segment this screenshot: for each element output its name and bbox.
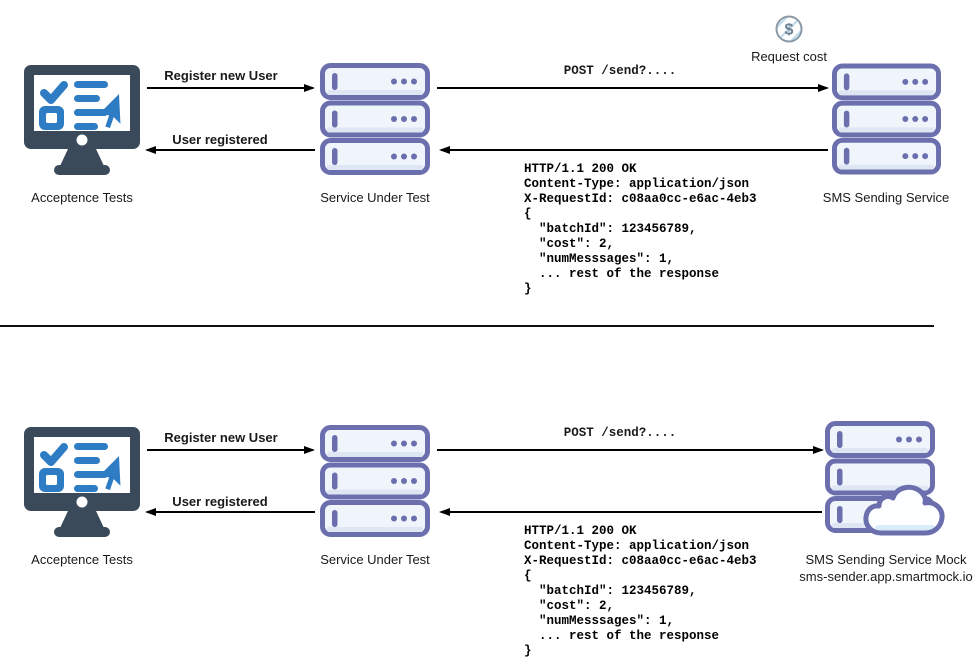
scenario-divider <box>0 325 934 327</box>
mock-url-label: sms-sender.app.smartmock.io <box>799 569 973 584</box>
cursor-icon <box>98 94 121 129</box>
arrow-post-send <box>437 449 822 451</box>
http-response-text: HTTP/1.1 200 OK Content-Type: applicatio… <box>524 524 757 658</box>
arrow-http-response <box>441 511 822 513</box>
monitor-icon <box>24 65 140 175</box>
acceptance-tests-icon <box>22 63 142 176</box>
arrow-http-response <box>441 149 828 151</box>
dollar-coin-icon: $ <box>775 15 803 43</box>
service-under-test-icon <box>320 63 430 175</box>
sms-service-icon <box>832 63 941 175</box>
arrow-user-registered <box>147 149 315 151</box>
svg-text:$: $ <box>785 22 794 39</box>
user-registered-label: User registered <box>172 494 268 509</box>
acceptance-tests-icon <box>22 425 142 538</box>
request-cost-icon: $ <box>775 15 803 43</box>
sms-service-label: SMS Sending Service <box>822 190 950 205</box>
service-under-test-label: Service Under Test <box>320 552 430 567</box>
arrow-post-send <box>437 87 827 89</box>
cloud-icon <box>863 484 945 536</box>
user-registered-label: User registered <box>172 132 268 147</box>
monitor-icon <box>24 427 140 537</box>
http-response-text: HTTP/1.1 200 OK Content-Type: applicatio… <box>524 162 757 296</box>
post-send-label: POST /send?.... <box>563 64 677 78</box>
arrow-register-new-user <box>147 87 313 89</box>
server-stack-icon <box>832 63 941 175</box>
acceptance-tests-label: Acceptence Tests <box>31 190 133 205</box>
post-send-label: POST /send?.... <box>563 426 677 440</box>
register-new-user-label: Register new User <box>164 430 278 445</box>
server-stack-cloud-icon <box>825 421 945 536</box>
sms-service-mock-label: SMS Sending Service Mock <box>805 552 967 567</box>
server-stack-icon <box>320 425 430 537</box>
acceptance-tests-label: Acceptence Tests <box>31 552 133 567</box>
cursor-icon <box>98 456 121 491</box>
arrow-user-registered <box>147 511 315 513</box>
server-stack-icon <box>320 63 430 175</box>
sms-service-mock-icon <box>825 421 947 541</box>
service-under-test-icon <box>320 425 430 537</box>
service-under-test-label: Service Under Test <box>320 190 430 205</box>
request-cost-label: Request cost <box>751 49 827 64</box>
arrow-register-new-user <box>147 449 313 451</box>
register-new-user-label: Register new User <box>164 68 278 83</box>
